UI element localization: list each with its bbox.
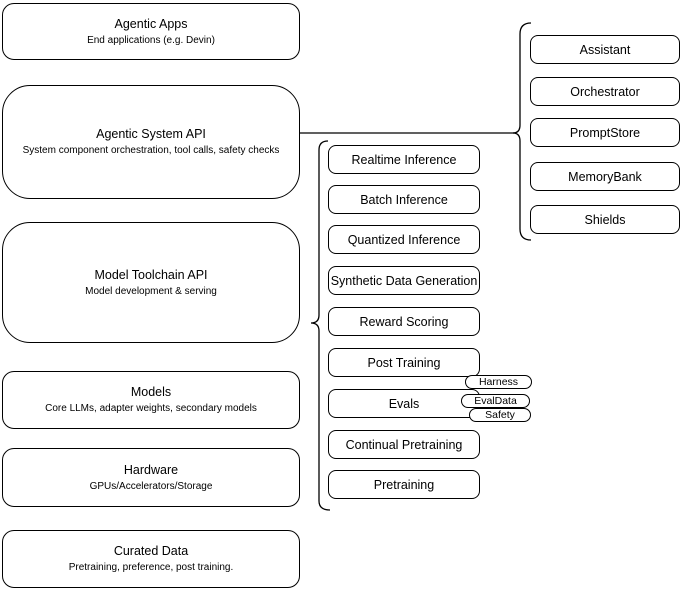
layer-title: Agentic System API bbox=[96, 127, 206, 141]
toolchain-item-label: Synthetic Data Generation bbox=[330, 273, 478, 288]
toolchain-item-label: Quantized Inference bbox=[347, 232, 461, 247]
eval-tag-label: Safety bbox=[485, 409, 515, 421]
layer-model-toolchain-api: Model Toolchain API Model development & … bbox=[2, 222, 300, 343]
system-component-label: Shields bbox=[584, 212, 626, 227]
toolchain-item-realtime-inference: Realtime Inference bbox=[328, 145, 480, 174]
layer-title: Model Toolchain API bbox=[94, 267, 208, 282]
toolchain-item-label: Continual Pretraining bbox=[345, 437, 463, 452]
toolchain-item-continual-pretraining: Continual Pretraining bbox=[328, 430, 480, 459]
system-components-brace bbox=[512, 22, 532, 241]
toolchain-item-batch-inference: Batch Inference bbox=[328, 185, 480, 214]
toolchain-item-label: Batch Inference bbox=[360, 192, 448, 207]
system-component-orchestrator: Orchestrator bbox=[530, 77, 680, 106]
layer-subtitle: GPUs/Accelerators/Storage bbox=[89, 480, 213, 492]
toolchain-item-label: Reward Scoring bbox=[359, 314, 449, 329]
layer-subtitle: Core LLMs, adapter weights, secondary mo… bbox=[45, 403, 257, 414]
system-component-label: MemoryBank bbox=[568, 169, 642, 184]
toolchain-item-reward-scoring: Reward Scoring bbox=[328, 307, 480, 336]
system-component-shields: Shields bbox=[530, 205, 680, 234]
system-component-label: Assistant bbox=[579, 42, 631, 57]
layer-agentic-system-api: Agentic System API System component orch… bbox=[2, 85, 300, 199]
toolchain-item-evals: Evals bbox=[328, 389, 480, 418]
toolchain-item-label: Post Training bbox=[367, 355, 441, 370]
layer-title: Hardware bbox=[123, 462, 179, 477]
layer-title: Curated Data bbox=[113, 544, 189, 558]
layer-subtitle: Model development & serving bbox=[85, 285, 217, 297]
toolchain-item-quantized-inference: Quantized Inference bbox=[328, 225, 480, 254]
toolchain-item-label: Realtime Inference bbox=[351, 152, 457, 167]
layer-models: Models Core LLMs, adapter weights, secon… bbox=[2, 371, 300, 429]
eval-tag-label: Harness bbox=[478, 376, 519, 388]
toolchain-item-synthetic-data-generation: Synthetic Data Generation bbox=[328, 266, 480, 295]
layer-curated-data: Curated Data Pretraining, preference, po… bbox=[2, 530, 300, 588]
layer-subtitle: End applications (e.g. Devin) bbox=[87, 34, 215, 46]
system-component-assistant: Assistant bbox=[530, 35, 680, 64]
layer-title: Agentic Apps bbox=[114, 16, 188, 31]
system-component-promptstore: PromptStore bbox=[530, 118, 680, 147]
system-component-label: Orchestrator bbox=[570, 84, 640, 99]
layer-title: Models bbox=[130, 385, 172, 399]
layer-subtitle: System component orchestration, tool cal… bbox=[22, 145, 280, 156]
eval-tag-safety: Safety bbox=[469, 408, 531, 422]
toolchain-item-post-training: Post Training bbox=[328, 348, 480, 377]
toolchain-item-label: Evals bbox=[388, 396, 420, 411]
eval-tag-label: EvalData bbox=[474, 395, 517, 407]
system-component-label: PromptStore bbox=[569, 125, 641, 140]
system-component-memorybank: MemoryBank bbox=[530, 162, 680, 191]
eval-tag-harness: Harness bbox=[465, 375, 532, 389]
layer-subtitle: Pretraining, preference, post training. bbox=[68, 562, 234, 573]
toolchain-item-label: Pretraining bbox=[373, 477, 435, 492]
eval-tag-evaldata: EvalData bbox=[461, 394, 530, 408]
layer-hardware: Hardware GPUs/Accelerators/Storage bbox=[2, 448, 300, 507]
toolchain-item-pretraining: Pretraining bbox=[328, 470, 480, 499]
layer-agentic-apps: Agentic Apps End applications (e.g. Devi… bbox=[2, 3, 300, 60]
